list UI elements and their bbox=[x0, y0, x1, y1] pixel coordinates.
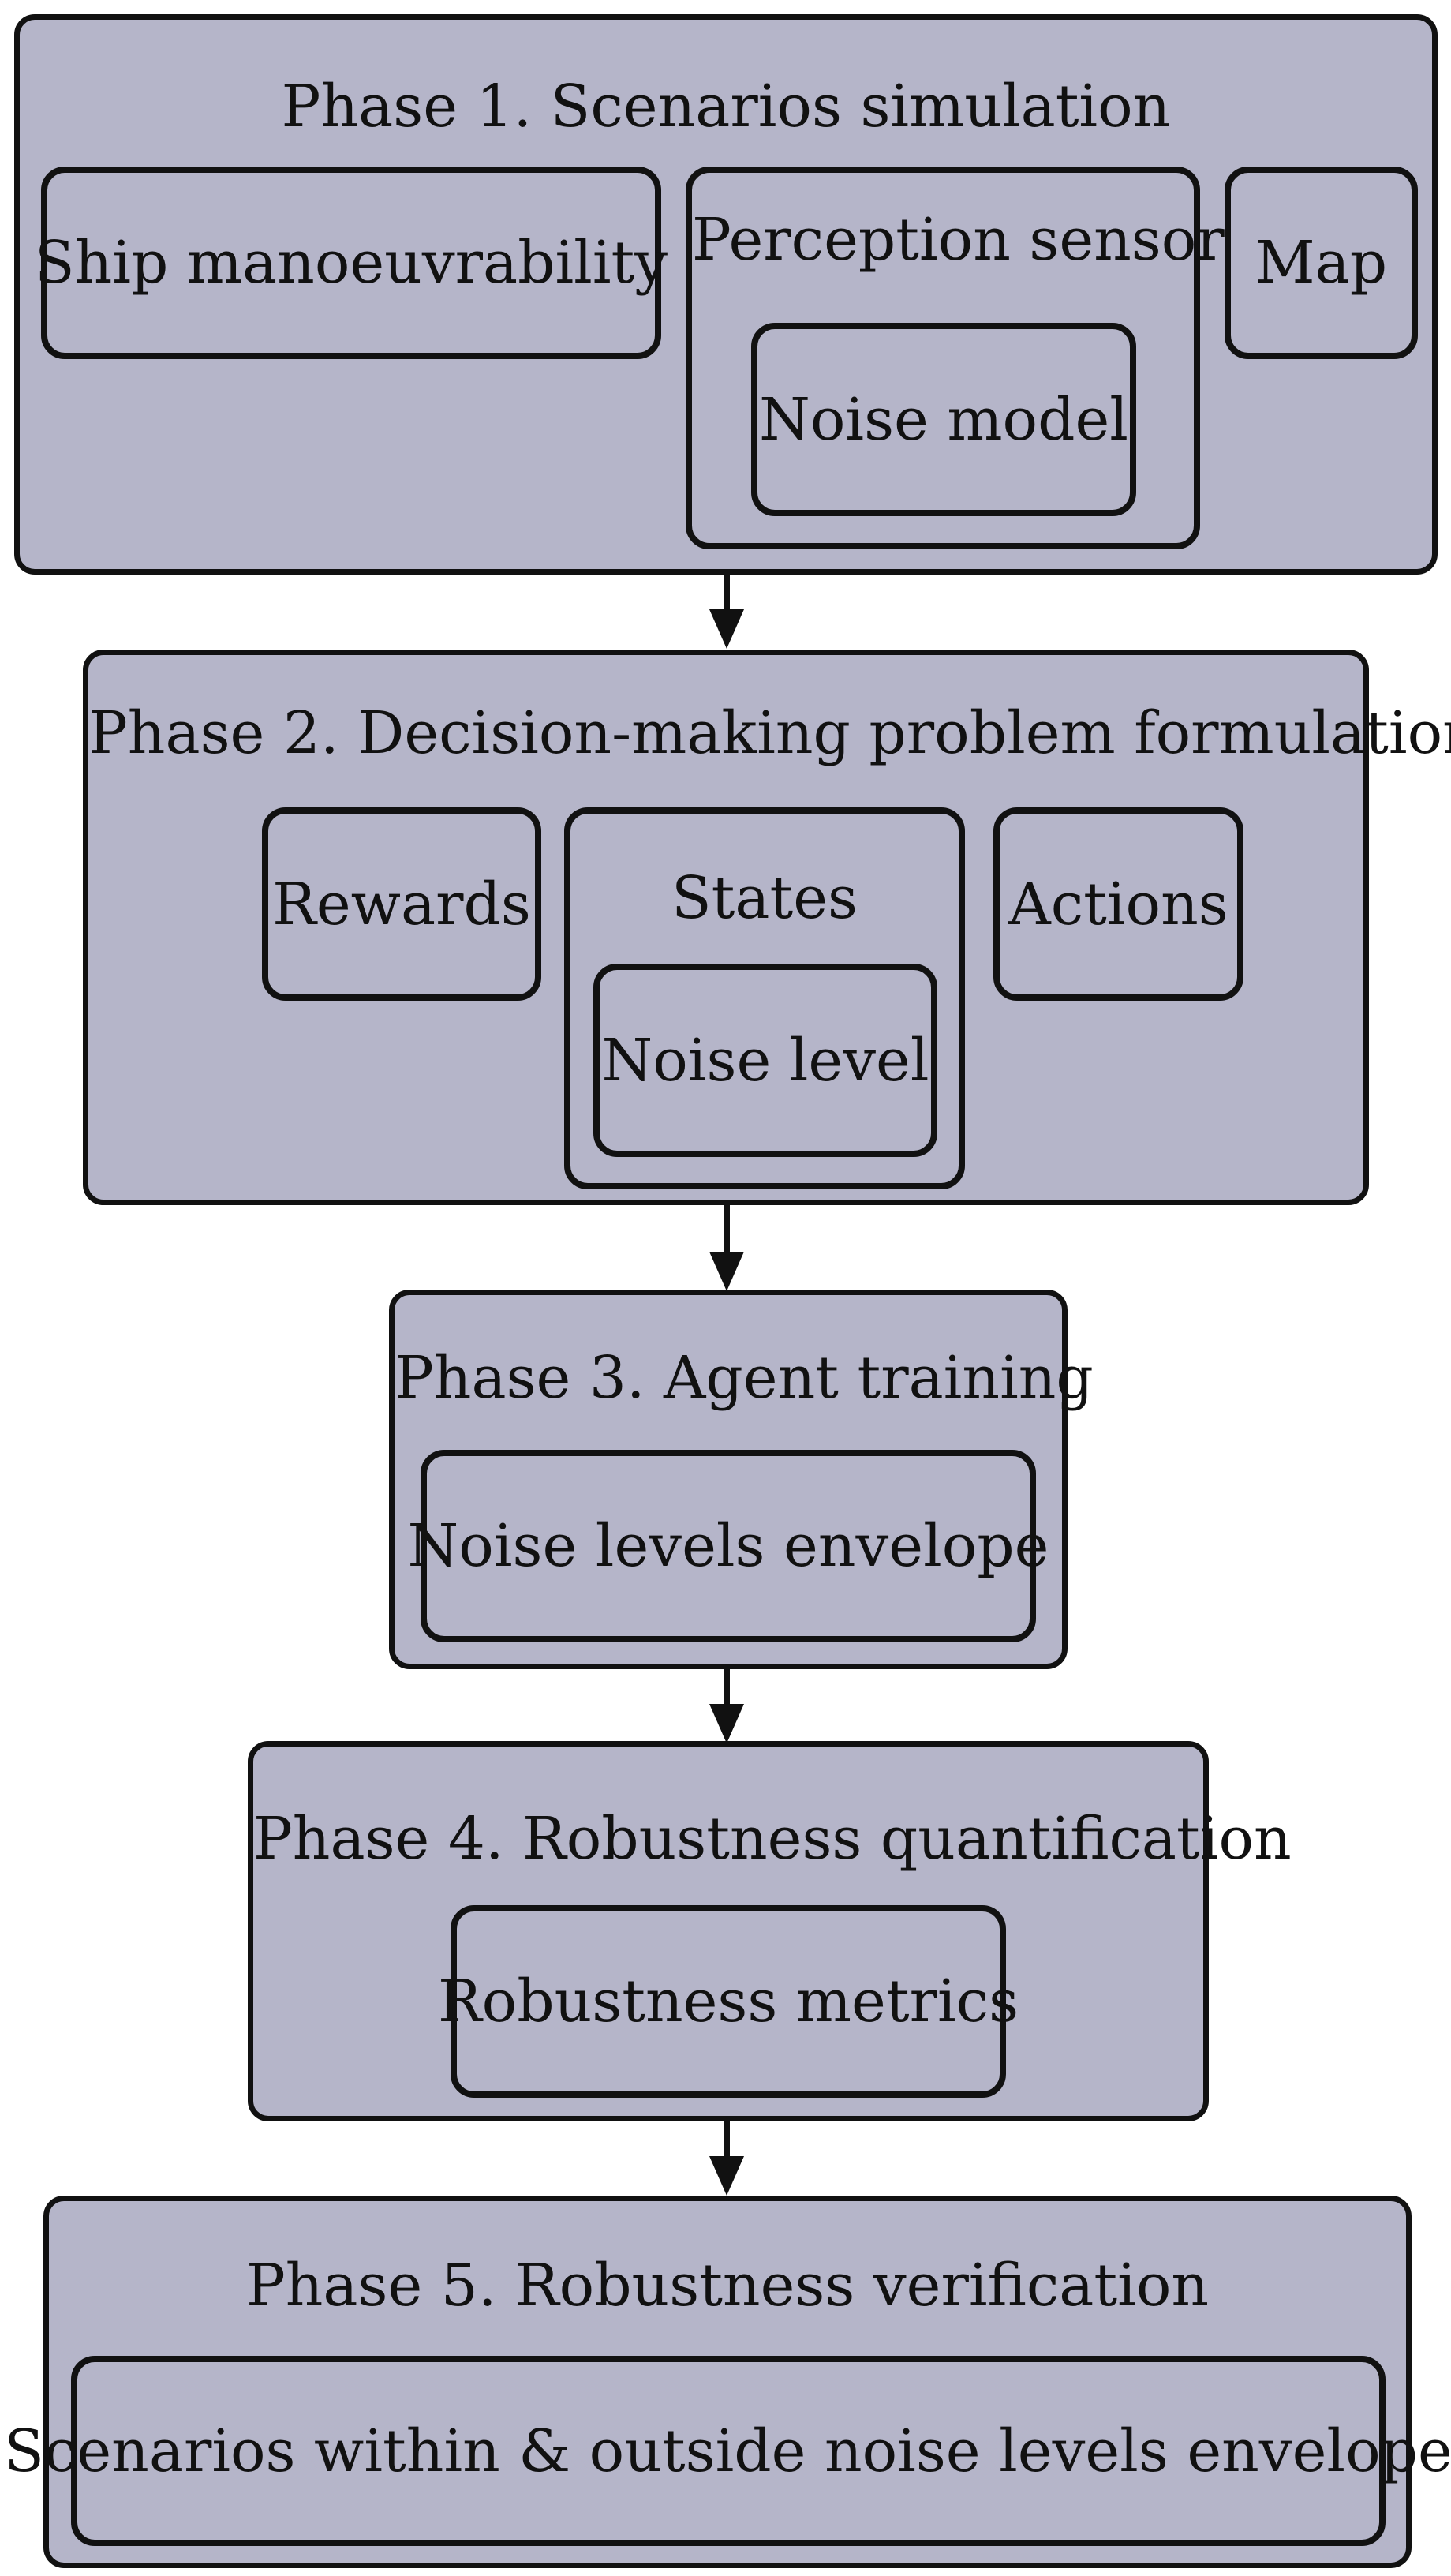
noise-levels-envelope-box: Noise levels envelope bbox=[407, 1450, 1049, 1642]
ship-manoeuvrability-label: Ship manoeuvrability bbox=[34, 229, 668, 297]
actions-box: Actions bbox=[993, 807, 1243, 1001]
arrow-phase3-to-phase4-shaft bbox=[724, 1667, 730, 1706]
perception-sensor-label: Perception sensor bbox=[692, 206, 1225, 274]
arrow-phase2-to-phase3-head bbox=[709, 1252, 744, 1291]
actions-label: Actions bbox=[1008, 870, 1228, 938]
phase-5-box: Phase 5. Robustness verification Scenari… bbox=[4, 2196, 1451, 2568]
perception-sensor-box: Perception sensor Noise model bbox=[686, 167, 1225, 549]
phase-1-title: Phase 1. Scenarios simulation bbox=[281, 73, 1171, 140]
phase-2-title: Phase 2. Decision-making problem formula… bbox=[88, 699, 1451, 767]
ship-manoeuvrability-box: Ship manoeuvrability bbox=[34, 167, 668, 359]
arrow-phase1-to-phase2-shaft bbox=[724, 572, 730, 612]
phase-4-title: Phase 4. Robustness quantification bbox=[253, 1805, 1292, 1873]
states-box: States Noise level bbox=[564, 807, 965, 1189]
robustness-metrics-label: Robustness metrics bbox=[437, 1968, 1019, 2035]
arrow-phase4-to-phase5-shaft bbox=[724, 2119, 730, 2159]
noise-level-label: Noise level bbox=[601, 1026, 929, 1095]
scenarios-envelope-label: Scenarios within & outside noise levels … bbox=[4, 2417, 1451, 2485]
rewards-box: Rewards bbox=[262, 807, 541, 1001]
robustness-metrics-box: Robustness metrics bbox=[437, 1905, 1019, 2098]
noise-levels-envelope-label: Noise levels envelope bbox=[407, 1512, 1049, 1580]
noise-model-label: Noise model bbox=[759, 385, 1128, 454]
phase-3-box: Phase 3. Agent training Noise levels env… bbox=[389, 1290, 1094, 1669]
noise-level-box: Noise level bbox=[593, 964, 937, 1157]
rewards-label: Rewards bbox=[272, 870, 531, 938]
phase-1-box: Phase 1. Scenarios simulation Ship manoe… bbox=[14, 14, 1438, 575]
arrow-phase4-to-phase5-head bbox=[709, 2156, 744, 2196]
phase-2-box: Phase 2. Decision-making problem formula… bbox=[83, 650, 1451, 1205]
noise-model-box: Noise model bbox=[751, 323, 1136, 516]
arrow-phase1-to-phase2-head bbox=[709, 609, 744, 649]
arrow-phase2-to-phase3-shaft bbox=[724, 1203, 730, 1254]
scenarios-envelope-box: Scenarios within & outside noise levels … bbox=[4, 2356, 1451, 2546]
arrow-phase3-to-phase4-head bbox=[709, 1704, 744, 1743]
states-label: States bbox=[671, 864, 858, 932]
map-label: Map bbox=[1255, 229, 1388, 297]
phase-4-box: Phase 4. Robustness quantification Robus… bbox=[248, 1741, 1292, 2121]
phase-3-title: Phase 3. Agent training bbox=[395, 1344, 1094, 1412]
phase-5-title: Phase 5. Robustness verification bbox=[245, 2252, 1210, 2320]
map-box: Map bbox=[1225, 167, 1418, 359]
